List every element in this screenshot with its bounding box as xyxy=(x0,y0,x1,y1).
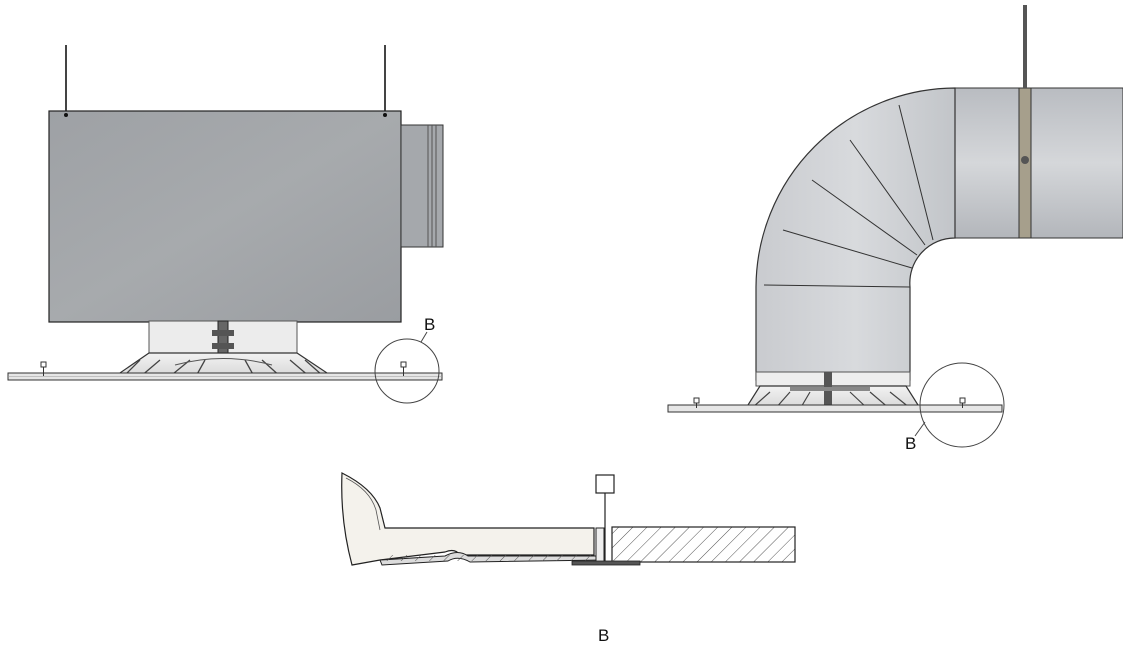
elbow-duct-view: B xyxy=(667,5,1123,453)
horizontal-duct xyxy=(954,87,1123,239)
plenum-box xyxy=(48,110,402,323)
detail-caption: B xyxy=(598,626,609,645)
ceiling-tile-section xyxy=(611,526,796,563)
detail-b-section xyxy=(341,472,796,566)
ceiling-tile xyxy=(667,404,1003,413)
diffuser-edge xyxy=(341,472,595,566)
detail-circle-right xyxy=(919,362,1005,448)
suspension-clip xyxy=(595,474,615,494)
plenum-box-view: B xyxy=(7,45,444,404)
duct-elbow xyxy=(755,87,956,381)
detail-circle-left xyxy=(374,338,440,404)
side-spigot xyxy=(400,124,444,248)
detail-label-left: B xyxy=(424,315,435,334)
detail-label-right: B xyxy=(905,434,916,453)
